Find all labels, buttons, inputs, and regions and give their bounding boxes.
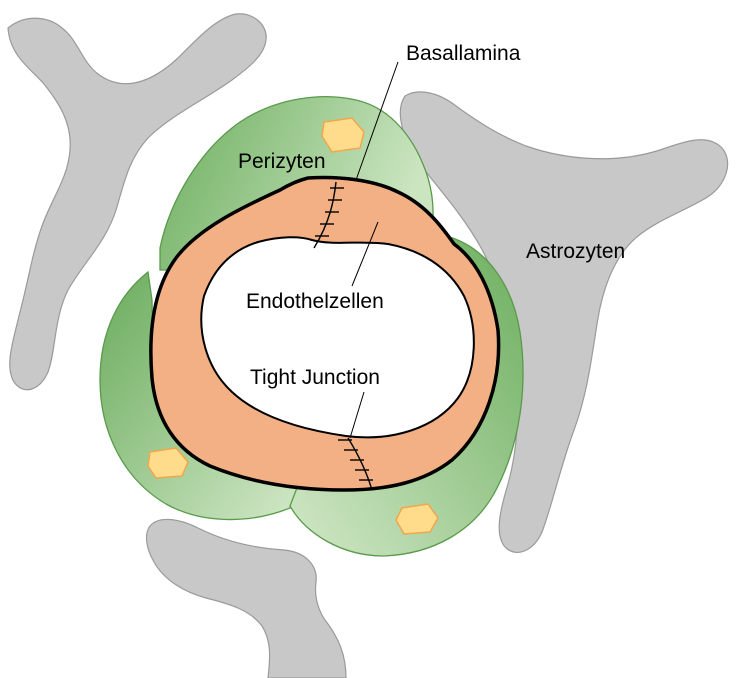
nucleus-bottom — [396, 504, 438, 534]
label-tight-junction: Tight Junction — [250, 366, 380, 389]
label-basallamina: Basallamina — [406, 42, 521, 65]
astrocyte-bottom — [147, 519, 346, 678]
label-astrozyten: Astrozyten — [526, 240, 625, 263]
label-endothelzellen: Endothelzellen — [246, 290, 384, 313]
label-perizyten: Perizyten — [238, 150, 326, 173]
